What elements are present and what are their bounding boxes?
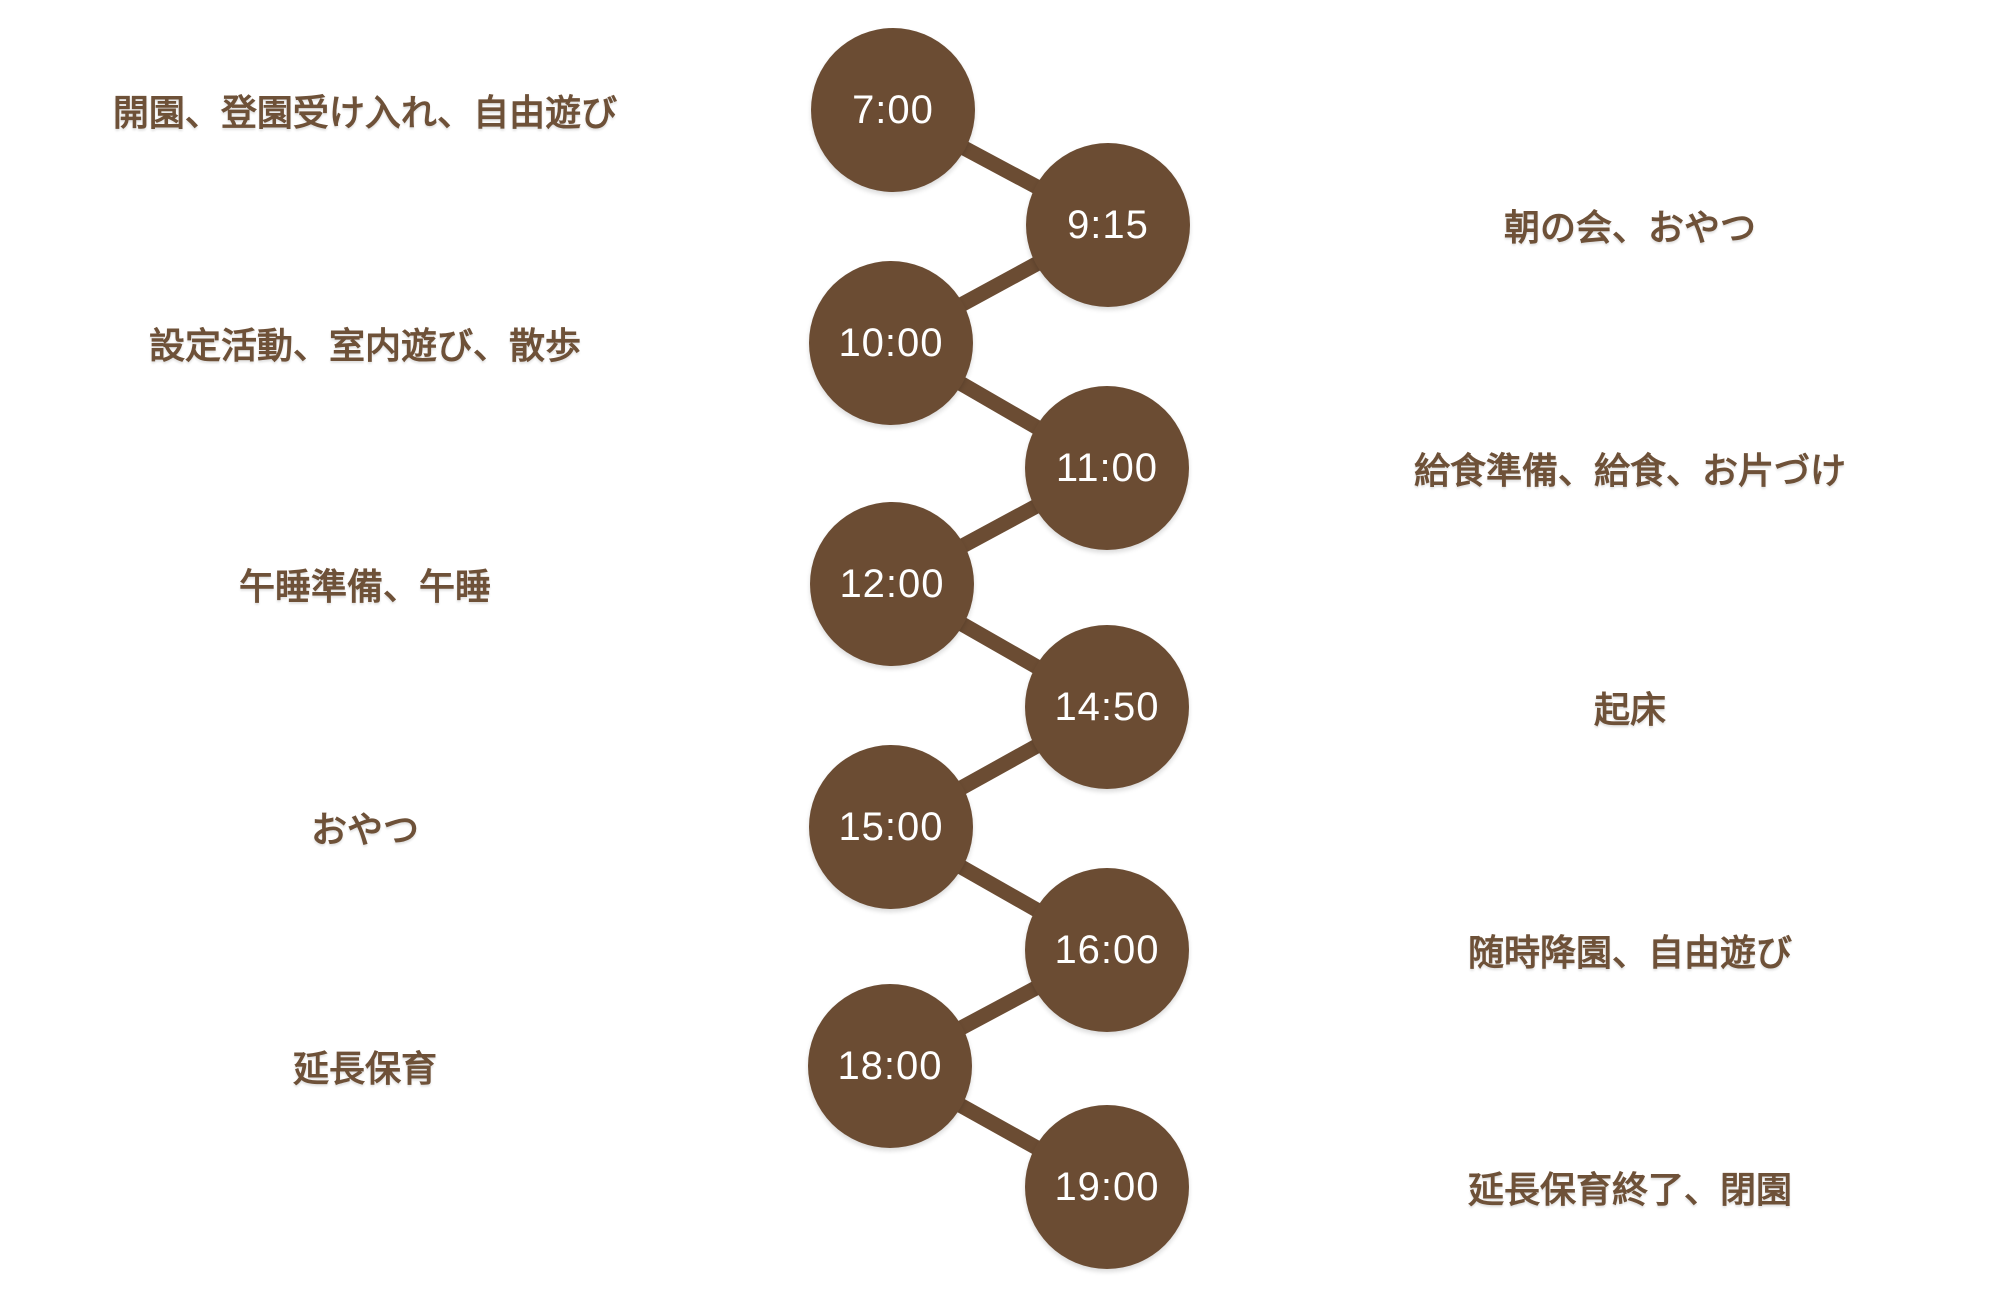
activity-label: 朝の会、おやつ (1503, 207, 1757, 248)
time-node: 18:00 (808, 984, 972, 1148)
time-node: 15:00 (809, 745, 973, 909)
activity-label: 開園、登園受け入れ、自由遊び (112, 92, 618, 133)
activity-label: 延長保育 (292, 1048, 438, 1089)
time-node: 7:00 (811, 28, 975, 192)
activity-label: 随時降園、自由遊び (1467, 932, 1793, 973)
activity-label: 延長保育終了、閉園 (1467, 1169, 1793, 1210)
time-node: 19:00 (1025, 1105, 1189, 1269)
activity-label: 午睡準備、午睡 (238, 566, 492, 607)
time-node: 10:00 (809, 261, 973, 425)
time-node: 14:50 (1025, 625, 1189, 789)
activity-label: 設定活動、室内遊び、散歩 (148, 325, 582, 366)
activity-label: おやつ (310, 809, 420, 850)
time-node: 12:00 (810, 502, 974, 666)
time-node: 9:15 (1026, 143, 1190, 307)
activity-label: 給食準備、給食、お片づけ (1413, 450, 1847, 491)
time-node: 11:00 (1025, 386, 1189, 550)
activity-label: 起床 (1593, 689, 1667, 730)
time-node: 16:00 (1025, 868, 1189, 1032)
